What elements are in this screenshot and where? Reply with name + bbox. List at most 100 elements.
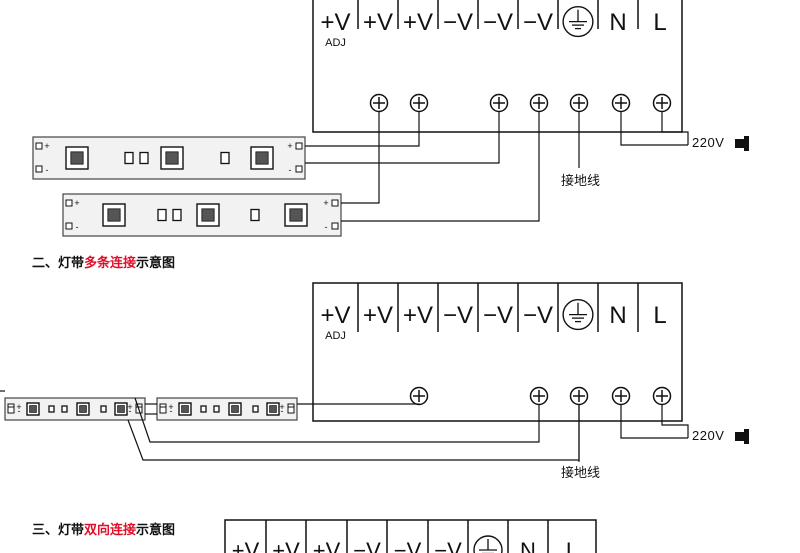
strip-pad-right-plus xyxy=(295,142,303,150)
psu-terminal-label: −V xyxy=(483,302,513,329)
screw-terminal-icon xyxy=(409,386,429,406)
ac-voltage-label-2: 220V xyxy=(692,428,725,443)
led-chip-icon xyxy=(178,402,192,416)
strip-pad-left-minus xyxy=(159,406,167,414)
wire-strip-plus-2 xyxy=(297,403,420,405)
ground-wire-label-1: 接地线 xyxy=(561,174,601,189)
strip-plus-label: + xyxy=(16,402,21,412)
led-chip-icon xyxy=(102,203,126,227)
strip-plus-label: + xyxy=(279,402,284,412)
led-chip-core xyxy=(70,151,84,165)
strip-minus-label: - xyxy=(129,406,132,416)
screw-terminal-icon xyxy=(369,93,389,113)
ac-wire-l-2 xyxy=(661,405,689,438)
strip-pad-right-minus xyxy=(295,165,303,173)
ground-symbol-circle xyxy=(562,299,594,331)
psu-terminal-label: +V xyxy=(363,9,393,36)
heading-prefix: 二、灯带 xyxy=(32,256,85,271)
resistor-icon xyxy=(48,405,55,413)
strip-pad-left-plus xyxy=(35,142,43,150)
resistor-icon xyxy=(252,405,259,413)
resistor-icon xyxy=(172,208,182,222)
plug-icon xyxy=(735,136,749,151)
heading-emphasis: 多条连接 xyxy=(84,256,137,271)
strip-minus-label: - xyxy=(325,222,328,232)
led-chip-core xyxy=(255,151,269,165)
resistor-icon xyxy=(157,208,167,222)
psu-terminal-label: +V xyxy=(232,538,260,553)
strip-pad-left-minus xyxy=(65,222,73,230)
strip-pad-right-minus xyxy=(287,406,295,414)
ground-wire-label-2: 接地线 xyxy=(561,466,601,481)
adj-label: ADJ xyxy=(325,330,346,342)
power-supply-box xyxy=(312,0,683,133)
wire-strip2-plus xyxy=(341,112,380,204)
psu-terminal-label: N xyxy=(609,9,626,36)
led-chip-core xyxy=(79,405,87,413)
heading-suffix: 示意图 xyxy=(136,523,176,538)
strip-pad-left-plus xyxy=(65,199,73,207)
resistor-icon xyxy=(124,151,134,165)
resistor-icon xyxy=(100,405,107,413)
strip-minus-label: - xyxy=(76,222,79,232)
psu-terminal-label: +V xyxy=(403,9,433,36)
led-chip-core xyxy=(165,151,179,165)
ac-voltage-label-1: 220V xyxy=(692,135,725,150)
led-strip xyxy=(4,397,146,421)
screw-terminal-icon xyxy=(652,93,672,113)
led-chip-core xyxy=(107,208,121,222)
strip-plus-label: + xyxy=(127,402,132,412)
screw-terminal-icon xyxy=(611,93,631,113)
led-chip-icon xyxy=(76,402,90,416)
heading-suffix: 示意图 xyxy=(136,256,176,271)
strip-minus-label: - xyxy=(46,165,49,175)
resistor-icon xyxy=(213,405,220,413)
psu-terminal-label: −V xyxy=(443,302,473,329)
ground-symbol-icon xyxy=(473,535,503,553)
screw-terminal-icon xyxy=(409,93,429,113)
led-strip-body xyxy=(156,397,298,421)
section-heading-bidirectional: 三、灯带双向连接示意图 xyxy=(32,519,175,538)
strip-plus-label: + xyxy=(287,141,292,151)
led-chip-icon xyxy=(114,402,128,416)
led-chip-core xyxy=(289,208,303,222)
ground-symbol-icon xyxy=(562,299,594,331)
strip-plus-label: + xyxy=(74,198,79,208)
led-chip-icon xyxy=(228,402,242,416)
ground-symbol-icon xyxy=(562,6,594,38)
plug-icon xyxy=(735,429,749,444)
led-chip-icon xyxy=(26,402,40,416)
screw-terminal-icon xyxy=(569,93,589,113)
psu-terminal-label: +V xyxy=(320,9,350,36)
led-chip-icon xyxy=(160,146,184,170)
psu-terminal-label: +V xyxy=(363,302,393,329)
screw-terminal-icon xyxy=(529,93,549,113)
ground-symbol-circle xyxy=(562,6,594,38)
led-chip-icon xyxy=(250,146,274,170)
ac-wire-n-1 xyxy=(620,112,688,146)
led-chip-icon xyxy=(266,402,280,416)
strip-pad-left-minus xyxy=(35,165,43,173)
psu-terminal-label: −V xyxy=(523,302,553,329)
psu-terminal-label: +V xyxy=(403,302,433,329)
led-strip xyxy=(156,397,298,421)
strip-plus-label: + xyxy=(168,402,173,412)
wire-strip1-minus xyxy=(305,112,500,164)
screw-terminal-icon xyxy=(611,386,631,406)
strip-minus-label: - xyxy=(281,406,284,416)
resistor-icon xyxy=(61,405,68,413)
screw-terminal-icon xyxy=(529,386,549,406)
strip-minus-label: - xyxy=(289,165,292,175)
led-chip-core xyxy=(181,405,189,413)
psu-terminal-label: +V xyxy=(320,302,350,329)
psu-terminal-label: L xyxy=(566,538,578,553)
strip-pad-right-plus xyxy=(331,199,339,207)
psu-terminal-label: N xyxy=(609,302,626,329)
strip-plus-label: + xyxy=(44,141,49,151)
psu-terminal-label: L xyxy=(653,9,666,36)
strip-minus-label: - xyxy=(18,406,21,416)
psu-terminal-label: −V xyxy=(434,538,462,553)
section-heading-multi: 二、灯带多条连接示意图 xyxy=(32,252,175,271)
strip-pad-left-minus xyxy=(7,406,15,414)
